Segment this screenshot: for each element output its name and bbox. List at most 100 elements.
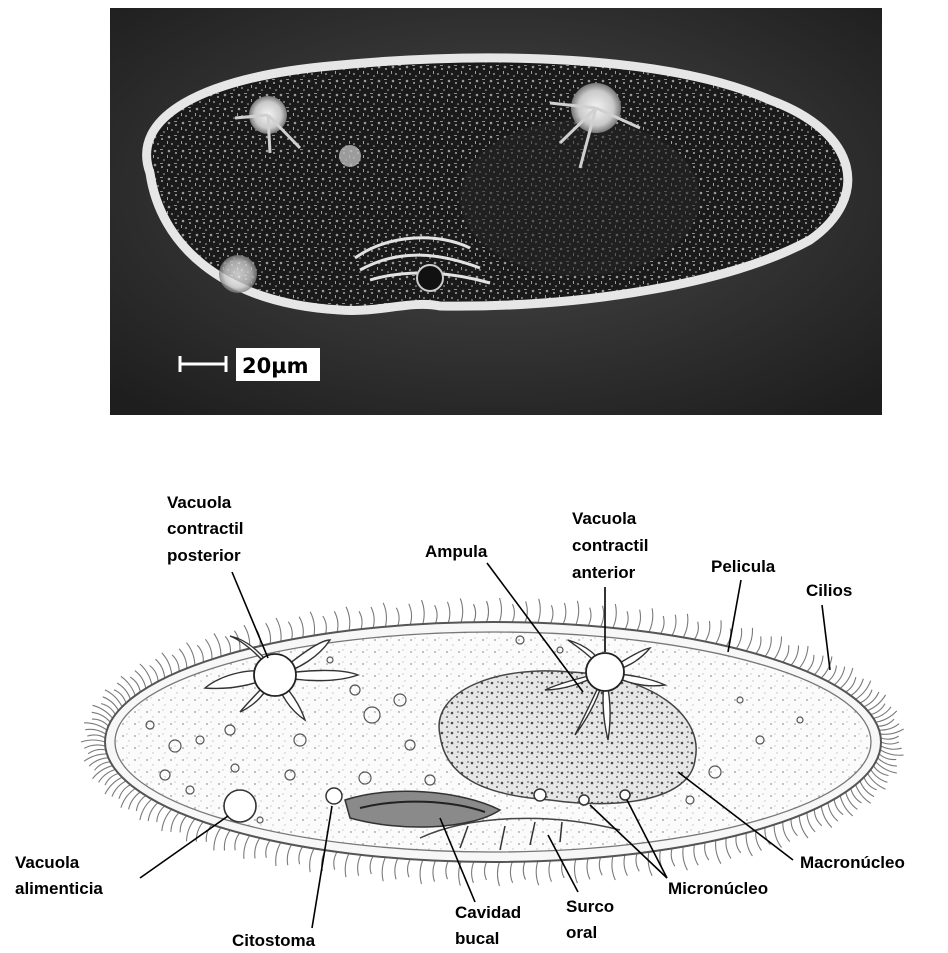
cilium: [525, 601, 527, 622]
cilium: [346, 607, 350, 631]
cilium: [851, 679, 864, 696]
cilium: [694, 622, 698, 640]
svg-text:Vacuola: Vacuola: [572, 509, 637, 528]
cilium: [87, 735, 105, 738]
cilium: [485, 862, 487, 880]
cilium: [487, 601, 489, 622]
cilium: [683, 614, 688, 638]
cilium: [472, 862, 474, 883]
leader-vacuola-alimenticia: [140, 816, 228, 878]
cilium: [864, 777, 877, 790]
cilium: [84, 754, 107, 761]
label-micronucleo: Micronúcleo: [668, 879, 768, 898]
cilium: [807, 813, 815, 832]
cilium: [814, 809, 821, 825]
cilium: [791, 646, 798, 666]
cilium: [791, 819, 797, 836]
cilium: [474, 604, 476, 622]
cilium: [382, 857, 385, 881]
cilium: [101, 704, 115, 715]
cilium: [726, 838, 731, 859]
cilium: [140, 664, 152, 685]
cilium: [551, 605, 553, 623]
cilium: [408, 859, 411, 877]
cilium: [705, 621, 710, 642]
cilium: [157, 806, 165, 822]
cilium: [197, 645, 203, 662]
cilium: [576, 601, 579, 625]
cilium: [196, 822, 203, 842]
cilium: [359, 611, 362, 629]
cilium: [323, 616, 327, 634]
cilium: [119, 785, 130, 799]
cilium: [187, 819, 195, 842]
cilium: [746, 833, 752, 856]
food-vacuole-photo: [219, 255, 257, 293]
cilium: [649, 608, 653, 632]
cilium: [150, 666, 159, 682]
cilium: [774, 637, 781, 660]
cilium: [624, 855, 627, 876]
cilium: [549, 861, 552, 882]
cilium: [694, 845, 698, 866]
cilium: [683, 847, 688, 871]
cilium: [601, 606, 604, 627]
cilium: [821, 806, 832, 828]
cilium: [774, 825, 781, 848]
cilium: [746, 628, 752, 651]
cilium: [130, 677, 140, 692]
cilium: [84, 745, 105, 748]
cilium: [129, 792, 141, 809]
cilium: [276, 618, 281, 642]
cilium: [881, 746, 902, 749]
cilium: [840, 796, 853, 816]
cilium: [783, 822, 790, 842]
cilium: [671, 849, 675, 867]
cilium: [135, 671, 146, 689]
cilium: [179, 649, 187, 669]
cilium: [334, 611, 338, 632]
svg-text:oral: oral: [566, 923, 597, 942]
cilium: [235, 833, 240, 850]
cilium: [705, 843, 709, 861]
cilium: [266, 623, 271, 644]
cilium: [588, 608, 591, 626]
cilium: [881, 736, 899, 739]
label-vacuola-alimenticia: Vacuola alimenticia: [15, 853, 103, 898]
cilium: [736, 628, 741, 648]
cilium: [85, 729, 106, 734]
cilium: [334, 852, 337, 870]
macronucleus-photo: [460, 120, 700, 276]
cilium: [846, 677, 856, 692]
cilium: [88, 749, 106, 753]
cilium: [871, 704, 885, 715]
cilium: [180, 816, 187, 833]
cilium: [814, 656, 823, 675]
cilium: [716, 620, 721, 644]
cilium: [799, 816, 808, 838]
micrograph-photo: 20µm: [110, 8, 882, 415]
cilium: [873, 766, 888, 776]
label-vacuola-contractil-anterior: Vacuola contractil anterior: [572, 509, 649, 582]
svg-text:posterior: posterior: [167, 546, 241, 565]
leader-cilios: [822, 605, 830, 670]
cilium: [171, 813, 179, 832]
cilium: [276, 843, 281, 867]
food-vacuole: [224, 790, 256, 822]
svg-text:contractil: contractil: [167, 519, 244, 538]
cilium: [807, 655, 814, 672]
cilium: [371, 607, 374, 628]
svg-text:Cavidad: Cavidad: [455, 903, 521, 922]
svg-text:Vacuola: Vacuola: [167, 493, 232, 512]
cilium: [460, 598, 462, 622]
cilium: [92, 719, 109, 726]
svg-text:anterior: anterior: [572, 563, 636, 582]
cilium: [172, 655, 179, 672]
leader-pelicula: [728, 580, 741, 652]
cilium: [783, 645, 789, 662]
cilium: [114, 690, 126, 703]
paramecium-diagram: Vacuola contractil posterior Ampula Vacu…: [0, 430, 948, 953]
cilium: [148, 803, 158, 822]
cilium: [499, 598, 501, 622]
label-citostoma: Citostoma: [232, 931, 316, 950]
